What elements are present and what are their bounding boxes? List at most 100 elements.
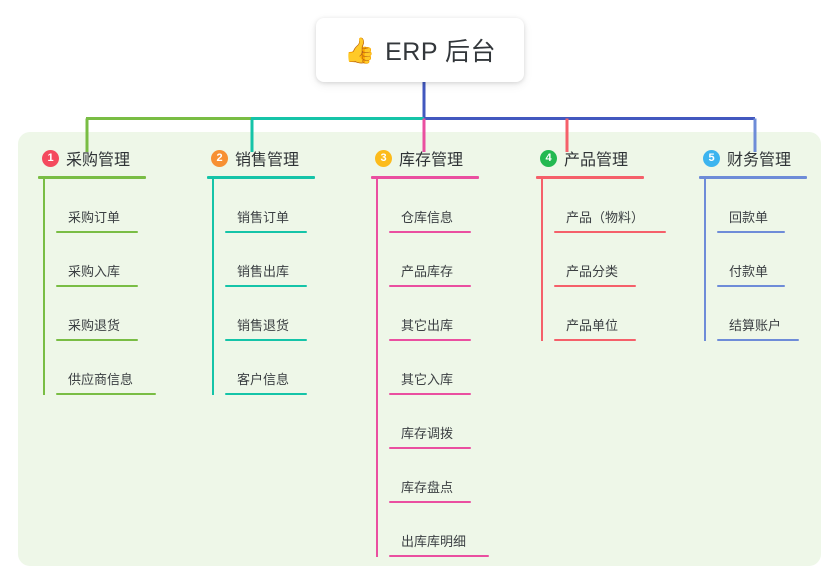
leaf-item-rule (389, 501, 471, 503)
leaf-item-rule (554, 231, 666, 233)
leaf-item[interactable]: 采购入库 (56, 233, 188, 287)
leaf-item[interactable]: 客户信息 (225, 341, 357, 395)
leaf-item-rule (225, 285, 307, 287)
leaf-item-label: 库存盘点 (401, 480, 454, 495)
leaf-item-rule (389, 285, 471, 287)
leaf-item-label: 付款单 (729, 264, 769, 279)
root-node[interactable]: 👍 ERP 后台 (316, 18, 524, 82)
column-title: 产品管理 (564, 152, 629, 169)
branch-trunk-line (704, 179, 706, 341)
branch-2: 销售订单销售出库销售退货客户信息 (207, 179, 357, 395)
leaf-item-label: 产品（物料） (566, 210, 645, 225)
leaf-item-rule (56, 231, 138, 233)
column-header-2[interactable]: 2 销售管理 (207, 146, 357, 170)
column-3: 3 库存管理仓库信息产品库存其它出库其它入库库存调拨库存盘点出库库明细 (371, 146, 521, 557)
leaf-item-label: 销售订单 (237, 210, 290, 225)
leaf-item-label: 出库库明细 (401, 534, 467, 549)
column-title: 销售管理 (235, 152, 300, 169)
column-badge-icon: 1 (42, 149, 59, 167)
leaf-item[interactable]: 库存调拨 (389, 395, 521, 449)
column-header-5[interactable]: 5 财务管理 (699, 146, 839, 170)
leaf-item-label: 采购入库 (68, 264, 121, 279)
leaf-item[interactable]: 产品分类 (554, 233, 696, 287)
branch-trunk-line (212, 179, 214, 395)
leaf-item-label: 库存调拨 (401, 426, 454, 441)
leaf-item-label: 产品分类 (566, 264, 619, 279)
leaf-item[interactable]: 销售出库 (225, 233, 357, 287)
leaf-item-rule (717, 339, 799, 341)
leaf-item-rule (389, 393, 471, 395)
leaf-item-rule (225, 231, 307, 233)
diagram-panel (18, 132, 821, 566)
column-header-rule (699, 176, 807, 179)
column-badge-icon: 5 (703, 149, 720, 167)
column-2: 2 销售管理销售订单销售出库销售退货客户信息 (207, 146, 357, 395)
column-title: 采购管理 (66, 152, 131, 169)
leaf-item-rule (225, 393, 307, 395)
column-1: 1 采购管理采购订单采购入库采购退货供应商信息 (38, 146, 188, 395)
branch-trunk-line (376, 179, 378, 557)
leaf-item[interactable]: 供应商信息 (56, 341, 188, 395)
column-title: 财务管理 (727, 152, 792, 169)
leaf-item-label: 产品单位 (566, 318, 619, 333)
leaf-item[interactable]: 付款单 (717, 233, 839, 287)
leaf-item[interactable]: 产品（物料） (554, 179, 696, 233)
leaf-item[interactable]: 销售退货 (225, 287, 357, 341)
leaf-item[interactable]: 其它入库 (389, 341, 521, 395)
leaf-item[interactable]: 产品单位 (554, 287, 696, 341)
leaf-item-rule (554, 285, 636, 287)
leaf-item-label: 销售出库 (237, 264, 290, 279)
branch-4: 产品（物料） 产品分类产品单位 (536, 179, 696, 341)
leaf-item-rule (56, 339, 138, 341)
leaf-item-rule (225, 339, 307, 341)
leaf-item-rule (56, 393, 156, 395)
leaf-item-label: 回款单 (729, 210, 769, 225)
column-header-3[interactable]: 3 库存管理 (371, 146, 521, 170)
column-header-1[interactable]: 1 采购管理 (38, 146, 188, 170)
thumbs-up-icon: 👍 (343, 36, 376, 65)
leaf-item-label: 采购订单 (68, 210, 121, 225)
column-badge-icon: 2 (211, 149, 228, 167)
leaf-item-rule (717, 231, 785, 233)
leaf-item-label: 销售退货 (237, 318, 290, 333)
leaf-item-label: 其它入库 (401, 372, 454, 387)
leaf-item-label: 客户信息 (237, 372, 290, 387)
column-header-rule (536, 176, 644, 179)
leaf-item-rule (717, 285, 785, 287)
column-title: 库存管理 (399, 152, 464, 169)
branch-3: 仓库信息产品库存其它出库其它入库库存调拨库存盘点出库库明细 (371, 179, 521, 557)
branch-trunk-line (43, 179, 45, 395)
column-header-rule (38, 176, 146, 179)
leaf-item[interactable]: 回款单 (717, 179, 839, 233)
leaf-item[interactable]: 仓库信息 (389, 179, 521, 233)
leaf-item-rule (389, 555, 489, 557)
column-header-rule (207, 176, 315, 179)
leaf-item-rule (554, 339, 636, 341)
root-title: ERP 后台 (385, 38, 497, 66)
column-header-rule (371, 176, 479, 179)
branch-1: 采购订单采购入库采购退货供应商信息 (38, 179, 188, 395)
leaf-item-label: 采购退货 (68, 318, 121, 333)
leaf-item-label: 产品库存 (401, 264, 454, 279)
leaf-item-label: 结算账户 (729, 318, 782, 333)
leaf-item[interactable]: 采购订单 (56, 179, 188, 233)
leaf-item[interactable]: 销售订单 (225, 179, 357, 233)
leaf-item[interactable]: 库存盘点 (389, 449, 521, 503)
branch-trunk-line (541, 179, 543, 341)
leaf-item[interactable]: 其它出库 (389, 287, 521, 341)
leaf-item[interactable]: 出库库明细 (389, 503, 521, 557)
leaf-item[interactable]: 采购退货 (56, 287, 188, 341)
column-5: 5 财务管理回款单付款单结算账户 (699, 146, 839, 341)
leaf-item[interactable]: 产品库存 (389, 233, 521, 287)
leaf-item[interactable]: 结算账户 (717, 287, 839, 341)
leaf-item-rule (389, 447, 471, 449)
leaf-item-rule (56, 285, 138, 287)
leaf-item-label: 供应商信息 (68, 372, 134, 387)
column-badge-icon: 3 (375, 149, 392, 167)
leaf-item-rule (389, 339, 471, 341)
leaf-item-rule (389, 231, 471, 233)
branch-5: 回款单付款单结算账户 (699, 179, 839, 341)
leaf-item-label: 其它出库 (401, 318, 454, 333)
